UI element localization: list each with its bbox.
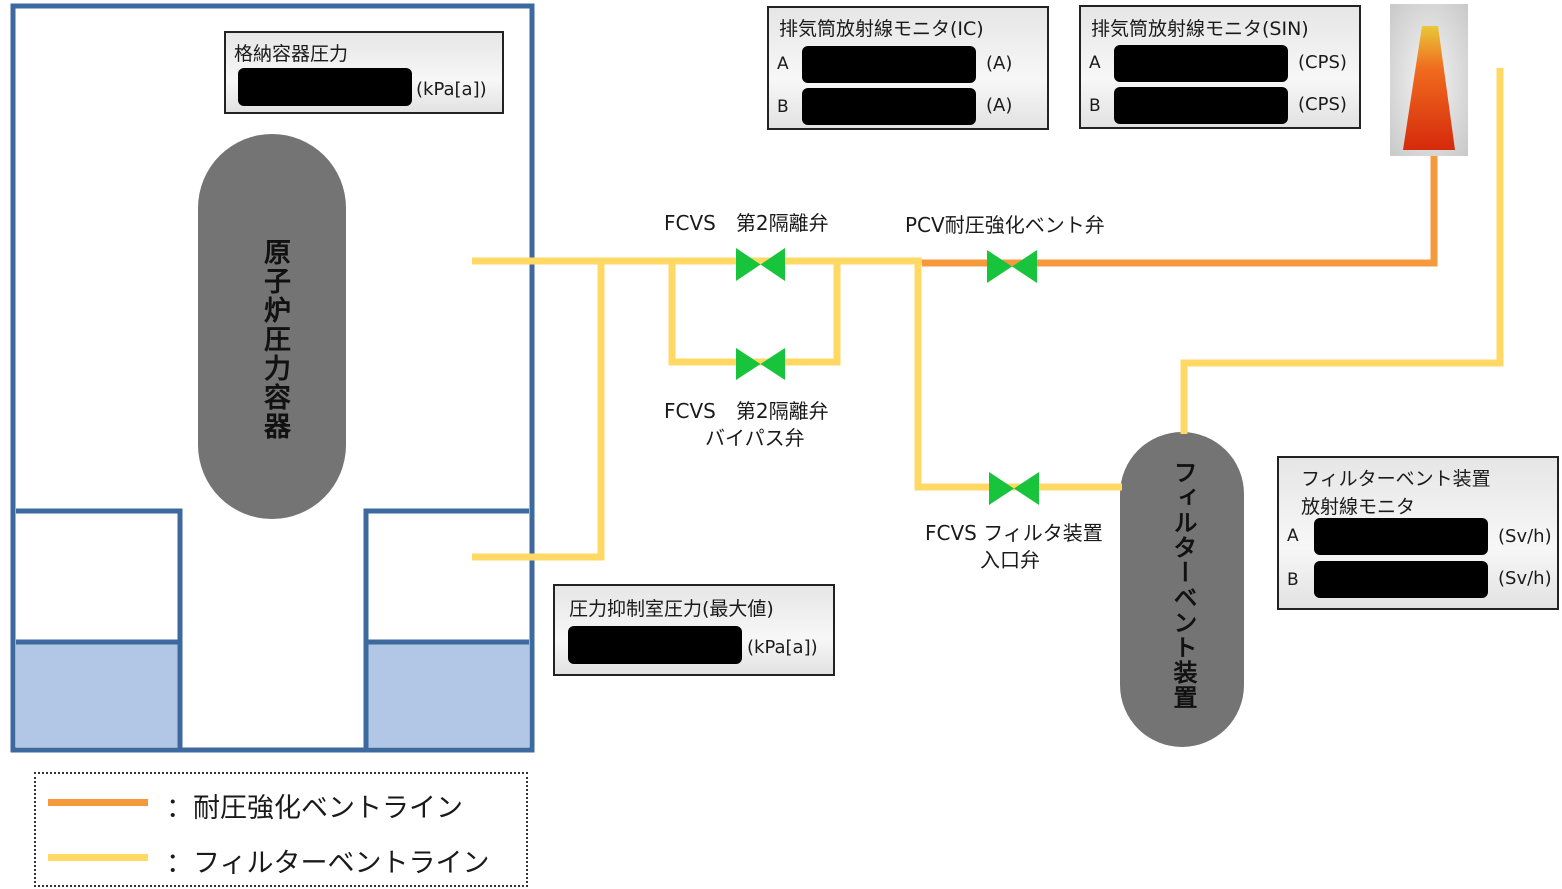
filter-vent-monitor-row-b: B [1287,570,1299,590]
filter-vent-monitor-row-a: A [1287,526,1299,546]
bypass-valve-icon[interactable] [736,348,785,380]
filter-vent-device-label: フィルターベント装置 [1169,460,1197,710]
filter-inlet-valve-label-line1: FCVS フィルタ装置 [925,521,1103,545]
isolation-valve-label: FCVS 第2隔離弁 [664,211,829,235]
filter-vent-monitor-panel: フィルターベント装置 放射線モニタ A (Sv/h) B (Sv/h) [1277,456,1559,610]
filter-vent-monitor-b-field [1314,561,1488,598]
stack-monitor-sin-row-b: B [1089,96,1101,116]
filter-vent-monitor-a-field [1314,518,1488,555]
reactor-vessel-label: 原子炉圧力容器 [259,238,290,441]
filter-inlet-valve-icon[interactable] [989,472,1039,505]
reactor-pressure-vessel [198,134,346,519]
legend-hardened-line-swatch [48,799,148,806]
stack-monitor-ic-unit-b: (A) [986,95,1013,116]
stack-monitor-ic-row-b: B [777,97,789,117]
stack-monitor-sin-a-field [1114,45,1288,82]
filter-vent-device [1120,432,1244,747]
containment-building [10,3,535,753]
filter-vent-monitor-unit-a: (Sv/h) [1498,526,1552,547]
exhaust-stack [1390,4,1468,156]
containment-pressure-unit: (kPa[a]) [416,79,487,100]
stack-monitor-ic-title: 排気筒放射線モニタ(IC) [779,18,984,40]
suppression-pressure-unit: (kPa[a]) [747,637,818,658]
isolation-valve-icon[interactable] [736,248,785,281]
stack-monitor-sin-unit-b: (CPS) [1298,94,1347,115]
legend-filter-line-label: ：フィルターベントライン [166,848,490,879]
suppression-pressure-panel: 圧力抑制室圧力(最大値) (kPa[a]) [553,584,835,676]
pcv-hardened-valve-icon[interactable] [987,250,1037,283]
legend-hardened-line-label: ：耐圧強化ベントライン [166,793,463,824]
stack-monitor-sin-b-field [1114,87,1288,124]
stack-monitor-ic-b-field [802,88,976,125]
containment-pressure-title: 格納容器圧力 [234,43,349,65]
stack-monitor-sin-row-a: A [1089,53,1101,73]
stack-monitor-sin-title: 排気筒放射線モニタ(SIN) [1091,18,1309,40]
suppression-pressure-value-field [568,626,742,664]
pcv-hardened-valve-label: PCV耐圧強化ベント弁 [905,213,1105,237]
containment-pressure-panel: 格納容器圧力 (kPa[a]) [224,31,504,114]
bypass-valve-label-line2: バイパス弁 [705,426,805,450]
stack-monitor-sin-panel: 排気筒放射線モニタ(SIN) A (CPS) B (CPS) [1079,5,1361,129]
stack-monitor-ic-unit-a: (A) [986,53,1013,74]
suppression-pressure-title: 圧力抑制室圧力(最大値) [569,598,774,620]
filter-vent-monitor-unit-b: (Sv/h) [1498,568,1552,589]
containment-pressure-value-field [238,68,412,106]
stack-monitor-ic-row-a: A [777,54,789,74]
stack-monitor-ic-a-field [802,46,976,83]
filter-inlet-valve-label-line2: 入口弁 [980,548,1040,572]
hardened-vent-line [922,150,1438,267]
legend: ：耐圧強化ベントライン ：フィルターベントライン [34,772,528,887]
filter-vent-monitor-title-line2: 放射線モニタ [1301,496,1416,518]
filter-vent-monitor-title-line1: フィルターベント装置 [1301,468,1491,490]
bypass-valve-label-line1: FCVS 第2隔離弁 [664,399,829,423]
legend-filter-line-swatch [48,854,148,861]
stack-monitor-ic-panel: 排気筒放射線モニタ(IC) A (A) B (A) [767,6,1049,130]
stack-monitor-sin-unit-a: (CPS) [1298,52,1347,73]
